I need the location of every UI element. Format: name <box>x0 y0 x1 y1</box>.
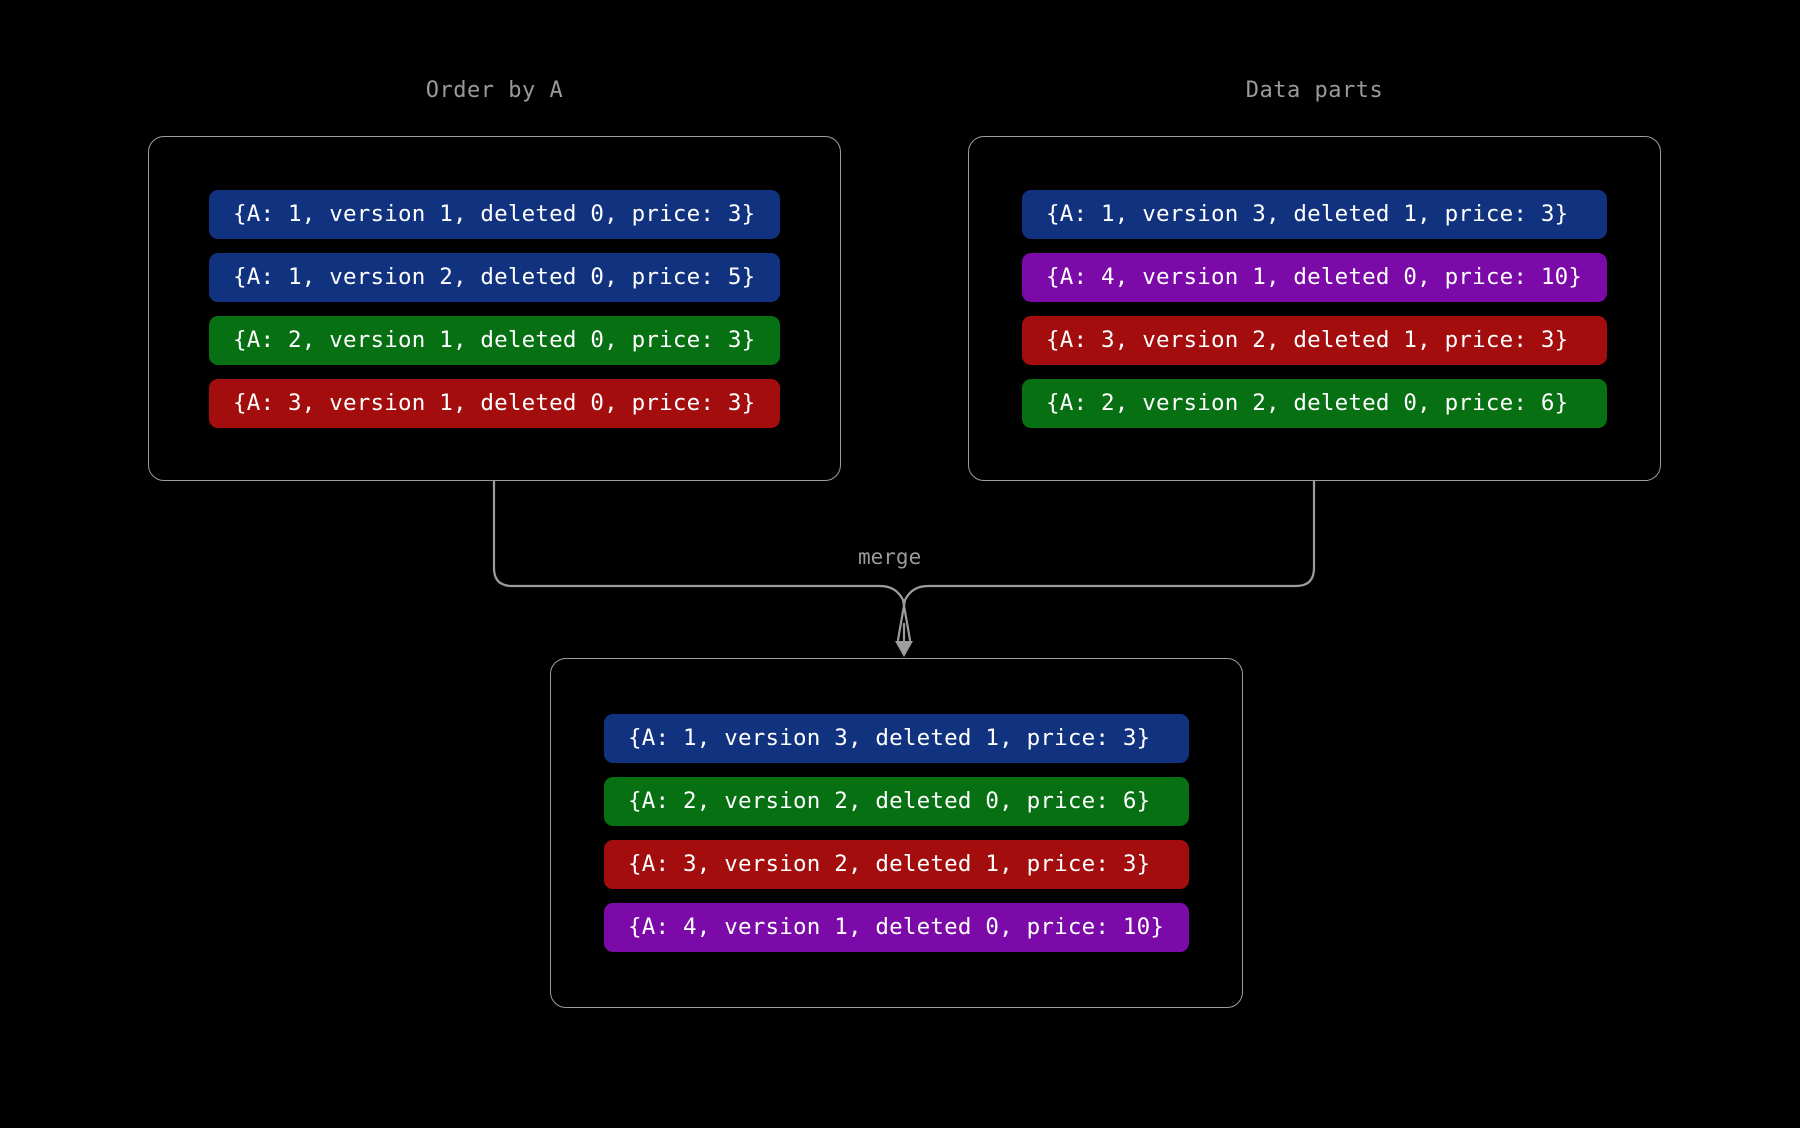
data-row[interactable]: {A: 3, version 2, deleted 1, price: 3} <box>1022 315 1607 365</box>
merge-label: merge <box>858 545 922 569</box>
data-row[interactable]: {A: 1, version 3, deleted 1, price: 3} <box>1022 189 1607 239</box>
data-row[interactable]: {A: 1, version 1, deleted 0, price: 3} <box>209 189 780 239</box>
data-row[interactable]: {A: 1, version 2, deleted 0, price: 5} <box>209 252 780 302</box>
row-list-merged-result: {A: 1, version 3, deleted 1, price: 3} {… <box>551 714 1242 952</box>
data-row[interactable]: {A: 1, version 3, deleted 1, price: 3} <box>604 714 1189 763</box>
data-row[interactable]: {A: 4, version 1, deleted 0, price: 10} <box>604 903 1189 952</box>
data-row[interactable]: {A: 3, version 2, deleted 1, price: 3} <box>604 840 1189 889</box>
panel-title-order-by-a: Order by A <box>425 78 564 103</box>
row-list-data-parts: {A: 1, version 3, deleted 1, price: 3} {… <box>969 189 1660 428</box>
data-row[interactable]: {A: 4, version 1, deleted 0, price: 10} <box>1022 252 1607 302</box>
row-list-order-by-a: {A: 1, version 1, deleted 0, price: 3} {… <box>149 189 840 428</box>
data-row[interactable]: {A: 2, version 2, deleted 0, price: 6} <box>604 777 1189 826</box>
panel-order-by-a: {A: 1, version 1, deleted 0, price: 3} {… <box>148 136 841 481</box>
panel-title-data-parts: Data parts <box>1245 78 1384 103</box>
data-row[interactable]: {A: 3, version 1, deleted 0, price: 3} <box>209 378 780 428</box>
data-row[interactable]: {A: 2, version 2, deleted 0, price: 6} <box>1022 378 1607 428</box>
panel-merged-result: {A: 1, version 3, deleted 1, price: 3} {… <box>550 658 1243 1008</box>
data-row[interactable]: {A: 2, version 1, deleted 0, price: 3} <box>209 315 780 365</box>
panel-data-parts: {A: 1, version 3, deleted 1, price: 3} {… <box>968 136 1661 481</box>
